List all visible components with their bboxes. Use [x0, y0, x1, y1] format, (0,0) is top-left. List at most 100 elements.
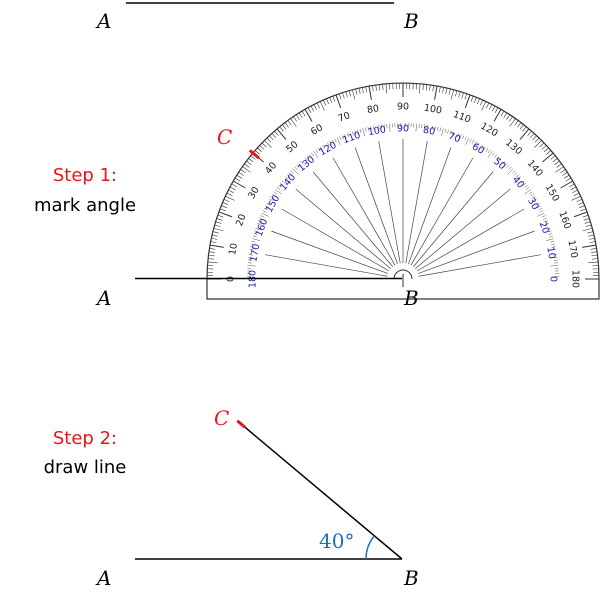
protractor-tick	[488, 104, 493, 110]
protractor-tick	[244, 163, 250, 168]
protractor-tick	[464, 93, 468, 100]
protractor-inner-tick	[459, 134, 462, 139]
protractor-tick	[301, 110, 306, 117]
protractor-tick	[573, 192, 580, 196]
protractor-inner-tick	[270, 196, 275, 199]
protractor-tick	[584, 221, 591, 224]
protractor-inner-tick	[306, 155, 310, 160]
protractor-inner-tick	[258, 220, 263, 223]
protractor-tick	[494, 107, 499, 113]
protractor-inner-tick	[370, 126, 372, 131]
protractor-tick	[213, 227, 224, 232]
protractor-tick	[552, 158, 558, 163]
protractor-inner-label: 30	[525, 196, 541, 212]
protractor-outer-label: 140	[525, 158, 545, 179]
protractor-tick	[476, 98, 480, 105]
protractor-tick	[573, 211, 588, 218]
protractor-tick	[486, 102, 490, 109]
protractor-tick	[209, 244, 224, 248]
protractor-inner-tick	[344, 134, 347, 139]
protractor-inner-tick	[498, 157, 502, 162]
protractor-tick	[257, 147, 263, 153]
protractor-tick	[279, 126, 284, 132]
protractor-inner-tick	[549, 235, 554, 238]
protractor-tick	[455, 90, 458, 97]
protractor-inner-tick	[539, 210, 544, 213]
step2-angle-label: 40°	[319, 529, 354, 553]
protractor-tick	[563, 174, 570, 179]
protractor-tick	[211, 234, 218, 237]
protractor-inner-tick	[524, 189, 531, 195]
protractor-inner-label: 70	[447, 131, 462, 145]
protractor-inner-tick	[524, 184, 528, 188]
protractor-outer-label: 150	[543, 182, 562, 203]
protractor-inner-tick	[513, 172, 518, 176]
protractor-tick	[534, 137, 540, 143]
protractor-tick	[572, 189, 578, 194]
protractor-tick	[589, 241, 596, 244]
protractor-inner-tick	[434, 126, 436, 131]
protractor-outer-label: 20	[234, 213, 248, 228]
protractor-tick	[316, 102, 320, 109]
protractor-inner-tick	[252, 238, 261, 241]
protractor-inner-tick	[367, 126, 370, 131]
protractor-tick	[591, 251, 598, 253]
protractor-inner-label: 10	[544, 246, 557, 260]
protractor-ray	[413, 171, 494, 267]
protractor-inner-tick	[285, 176, 289, 180]
protractor-tick	[284, 122, 289, 128]
protractor-tick	[266, 137, 272, 143]
protractor-tick	[233, 180, 246, 189]
protractor-tick	[217, 214, 224, 218]
protractor-tick	[438, 86, 441, 93]
protractor-inner-tick	[494, 154, 498, 158]
protractor-tick	[290, 118, 297, 127]
protractor-tick	[332, 95, 336, 102]
protractor-tick	[458, 91, 461, 98]
protractor-inner-tick	[515, 174, 520, 178]
protractor-inner-tick	[275, 189, 282, 195]
protractor-ray	[295, 188, 391, 269]
protractor-inner-tick	[254, 230, 259, 233]
protractor-tick	[448, 88, 451, 95]
protractor-inner-tick	[533, 198, 537, 201]
protractor-inner-tick	[250, 246, 255, 248]
protractor-inner-tick	[281, 180, 286, 184]
protractor-outer-label: 180	[570, 270, 581, 288]
protractor-inner-tick	[544, 222, 549, 225]
protractor-tick	[378, 84, 381, 91]
protractor-ray	[416, 208, 525, 272]
protractor-inner-tick	[552, 248, 557, 251]
protractor-outer-label: 130	[503, 137, 524, 157]
protractor-inner-tick	[462, 135, 465, 140]
protractor-tick	[425, 84, 428, 91]
protractor-tick	[271, 133, 277, 139]
protractor-outer-label: 120	[478, 121, 499, 140]
protractor-inner-tick	[266, 203, 271, 206]
protractor-tick	[211, 237, 218, 240]
protractor-inner-tick	[520, 180, 525, 184]
protractor-tick	[506, 114, 511, 120]
protractor-tick	[218, 211, 233, 218]
protractor-inner-tick	[259, 217, 264, 220]
protractor-tick	[503, 112, 508, 119]
protractor-tick	[473, 97, 477, 103]
protractor-inner-tick	[476, 142, 479, 147]
protractor-tick	[229, 186, 236, 191]
protractor-tick	[274, 130, 279, 136]
protractor-inner-tick	[508, 166, 512, 170]
protractor-tick	[532, 135, 537, 141]
protractor-inner-tick	[485, 148, 489, 152]
protractor-tick	[580, 208, 587, 212]
protractor-inner-tick	[313, 151, 319, 158]
protractor-tick	[555, 166, 564, 173]
protractor-inner-tick	[304, 157, 308, 162]
protractor-tick	[355, 88, 358, 95]
top-point-a-label: A	[95, 9, 111, 33]
protractor-inner-tick	[546, 227, 551, 230]
protractor-tick	[418, 83, 421, 94]
protractor-inner-tick	[249, 248, 254, 251]
protractor-inner-tick	[469, 138, 472, 143]
protractor-tick	[560, 180, 573, 189]
protractor-tick	[207, 261, 218, 264]
